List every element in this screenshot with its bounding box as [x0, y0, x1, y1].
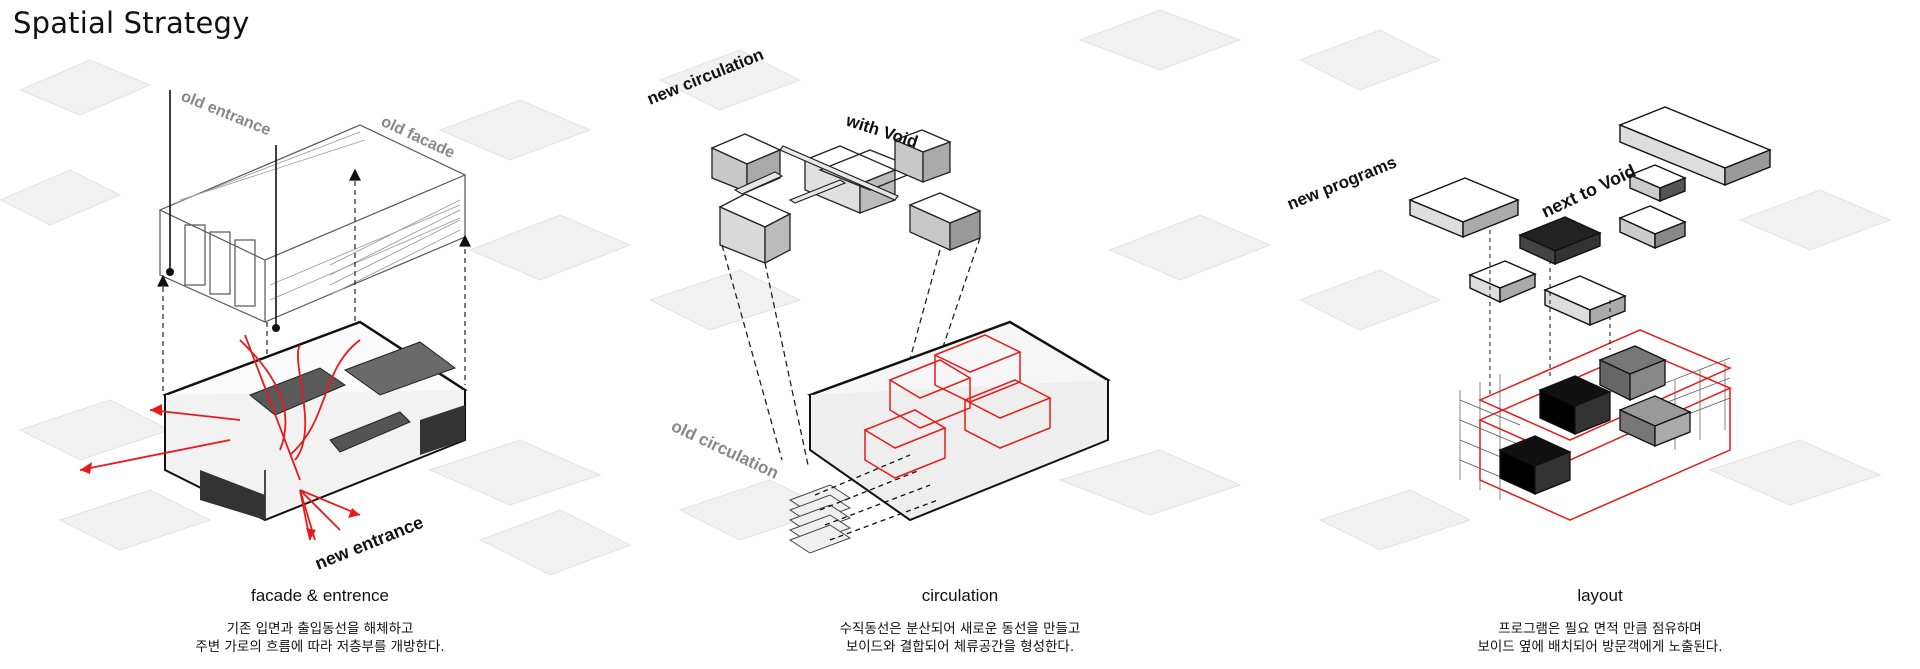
flow-arrows: [79, 334, 361, 541]
context-buildings: [1298, 29, 1892, 551]
old-stair: [788, 484, 852, 554]
layout-diagram: new programs next to Void: [1284, 29, 1892, 551]
panel-layout: new programs next to Void layout 프로그램은 필…: [1280, 0, 1920, 669]
old-circulation-arrows: [814, 454, 939, 541]
label-with-void: with Void: [843, 110, 920, 151]
desc-line: 보이드와 결합되어 체류공간을 형성한다.: [845, 639, 1075, 655]
facade-diagram: old entrance old facade new entrance: [0, 59, 632, 576]
caption-circulation: circulation: [921, 586, 999, 605]
old-facade-frame: [158, 124, 467, 323]
bridges: [733, 145, 899, 204]
new-building-base: [162, 320, 468, 522]
pointer-dot: [166, 268, 174, 276]
desc-line: 기존 입면과 출입동선을 해체하고: [226, 621, 414, 637]
caption-facade: facade & entrence: [251, 586, 389, 605]
caption-layout: layout: [1577, 586, 1623, 605]
label-new-entrance: new entrance: [312, 512, 426, 574]
circulation-frames: [710, 129, 982, 265]
label-new-programs: new programs: [1284, 153, 1399, 214]
flow-arrowheads: [80, 404, 360, 540]
panel-facade: old entrance old facade new entrance fac…: [0, 0, 640, 669]
desc-layout: 프로그램은 필요 면적 만큼 점유하며 보이드 옆에 배치되어 방문객에게 노출…: [1280, 620, 1920, 656]
program-blocks: [1408, 106, 1772, 327]
desc-facade: 기존 입면과 출입동선을 해체하고 주변 가로의 흐름에 따라 저층부를 개방한…: [0, 620, 640, 656]
desc-circulation: 수직동선은 분산되어 새로운 동선을 만들고 보이드와 결합되어 체류공간을 형…: [640, 620, 1280, 656]
page-title: Spatial Strategy: [13, 6, 250, 40]
label-old-circulation: old circulation: [668, 416, 781, 482]
desc-line: 주변 가로의 흐름에 따라 저층부를 개방한다.: [195, 639, 445, 655]
desc-line: 수직동선은 분산되어 새로운 동선을 만들고: [839, 621, 1081, 637]
base-building: [807, 320, 1111, 522]
facade-arrows: [157, 168, 471, 287]
desc-line: 보이드 옆에 배치되어 방문객에게 노출된다.: [1477, 639, 1723, 655]
label-old-facade: old facade: [378, 113, 457, 162]
red-blocks: [863, 334, 1052, 479]
circulation-diagram: new circulation with Void old circulatio…: [644, 9, 1272, 554]
pointer-dot: [272, 324, 280, 332]
volume-blocks: [1498, 345, 1692, 496]
scaffold-grid: [1459, 357, 1731, 500]
label-next-to-void: next to Void: [1538, 161, 1639, 222]
panel-circulation: new circulation with Void old circulatio…: [640, 0, 1280, 669]
projection-lines: [1489, 230, 1611, 395]
entrance-pointers: [169, 90, 277, 328]
label-old-entrance: old entrance: [179, 88, 274, 139]
desc-line: 프로그램은 필요 면적 만큼 점유하며: [1498, 621, 1702, 637]
context-buildings: [648, 9, 1272, 541]
